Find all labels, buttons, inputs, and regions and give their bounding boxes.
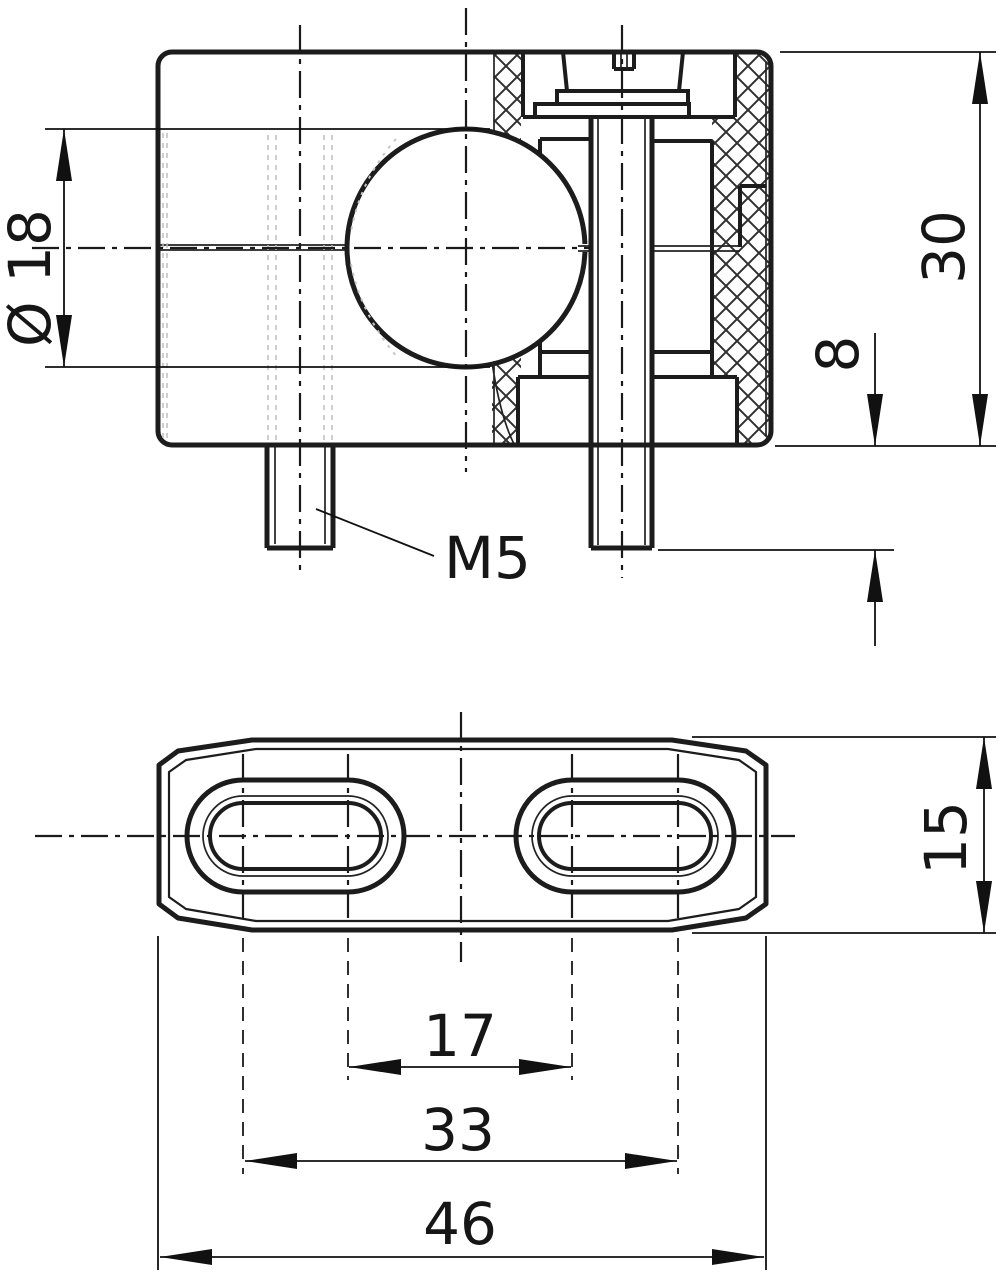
arrowhead-up	[56, 129, 72, 181]
slot-left-chamfer	[202, 795, 389, 877]
serration-face-ticks	[162, 133, 168, 442]
bore-cone-shading	[350, 138, 399, 359]
ext-lines-33	[242, 938, 679, 1174]
dimension-17: 17	[347, 938, 573, 1080]
plate-outline	[156, 737, 769, 933]
arrowhead-down	[972, 394, 988, 446]
dimension-diameter-18: Ø 18	[0, 128, 490, 368]
centerlines-bottom-view	[35, 712, 795, 962]
arrowhead-up	[976, 737, 992, 789]
thread-m5-label: M5	[444, 524, 531, 592]
arrowhead-up	[867, 550, 883, 602]
stud-left-thread-lines	[274, 445, 326, 544]
arrowhead-down	[867, 394, 883, 446]
dimension-33: 33	[242, 938, 679, 1174]
dim-33-label: 33	[421, 1096, 495, 1164]
dim-30-label: 30	[910, 210, 978, 284]
dim-lines-46	[157, 936, 767, 1270]
leader-line-m5	[315, 508, 435, 557]
screw-thread-lines	[597, 117, 646, 545]
dim-17-label: 17	[423, 1002, 497, 1070]
dimension-8: 8	[658, 333, 894, 646]
dimension-30: 30	[775, 51, 996, 447]
hidden-thread-hole	[267, 135, 333, 440]
slot-right-chamfer	[531, 795, 719, 877]
recess-walls	[521, 52, 737, 119]
arrowhead-left	[245, 1153, 297, 1169]
bore-blend-edges	[491, 53, 767, 445]
dimension-46: 46	[157, 936, 767, 1270]
dim-8-label: 8	[804, 336, 872, 373]
arrowhead-left	[349, 1059, 401, 1075]
arrowhead-up	[972, 52, 988, 104]
foot-right-fill	[652, 377, 737, 445]
clamp-slit-left	[158, 244, 347, 251]
arrowhead-right	[625, 1153, 677, 1169]
arrowhead-right	[519, 1059, 571, 1075]
slit-gap-in-bore	[577, 244, 589, 252]
callout-m5: M5	[315, 508, 531, 592]
dimension-15: 15	[692, 736, 996, 934]
dim-lines-30	[775, 51, 996, 447]
dim-15-label: 15	[912, 801, 980, 875]
ext-lines-17	[347, 938, 573, 1080]
clamp-slit-right	[652, 245, 740, 252]
arrowhead-right	[712, 1249, 764, 1265]
plate-chamfer-line	[167, 747, 758, 923]
hatch-right-wall	[712, 52, 771, 445]
washer	[533, 102, 691, 119]
dim-46-label: 46	[423, 1190, 497, 1258]
foot-outlines	[516, 375, 739, 445]
bottom-view	[35, 712, 795, 962]
arrowhead-left	[160, 1249, 212, 1265]
foot-left-fill	[518, 377, 591, 445]
jaw-right-outline	[652, 139, 714, 377]
arrowhead-down	[56, 315, 72, 367]
jaw-right-fill	[652, 141, 712, 377]
dim-diameter-18-label: Ø 18	[0, 209, 64, 347]
step-joint	[738, 184, 766, 247]
centerlines-top-view	[32, 8, 624, 578]
section-view	[32, 8, 774, 578]
arrowhead-down	[976, 881, 992, 933]
